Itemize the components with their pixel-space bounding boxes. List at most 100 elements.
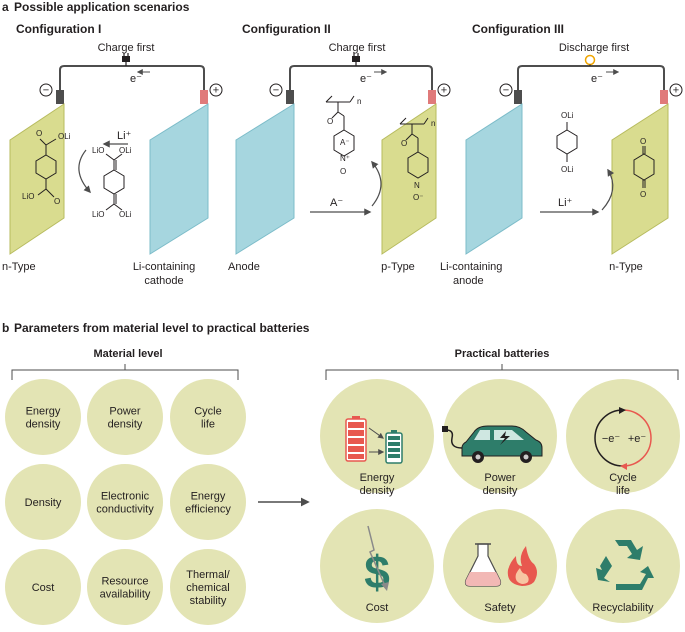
- config-3-right-label: n-Type: [609, 261, 643, 273]
- config-1-electron: e⁻: [130, 73, 142, 85]
- negative-terminal: [56, 90, 64, 104]
- config-3-ion: Li⁺: [558, 197, 573, 209]
- config-3-left-label-1: Li-containing: [440, 261, 502, 273]
- panel-b-letter: b: [2, 321, 9, 335]
- config-1-ion: Li⁺: [117, 130, 132, 142]
- material-label: life: [201, 419, 215, 431]
- practical-bracket: [325, 364, 679, 380]
- svg-text:O: O: [327, 117, 333, 126]
- practical-label-2b: density: [483, 485, 518, 497]
- material-circle: [170, 549, 246, 625]
- svg-text:+: +: [213, 85, 219, 97]
- positive-terminal: [428, 90, 436, 104]
- tempo-anion: A⁻: [340, 138, 350, 147]
- plus-sign-icon: [669, 83, 683, 97]
- material-circle: [5, 379, 81, 455]
- material-label: Cost: [32, 582, 55, 594]
- config-2-wire: [289, 65, 433, 92]
- material-circle: [87, 379, 163, 455]
- cathode-electrode: [149, 103, 209, 255]
- svg-text:O⁻: O⁻: [413, 193, 423, 202]
- practical-label-5: Safety: [484, 602, 516, 614]
- negative-terminal: [514, 90, 522, 104]
- config-3-wire-label: Discharge first: [559, 42, 629, 54]
- material-level-grid: EnergydensityPowerdensityCyclelifeDensit…: [5, 379, 246, 625]
- plug-icon: [122, 53, 130, 66]
- battery-icon: [345, 416, 403, 464]
- svg-text:O: O: [401, 139, 407, 148]
- svg-text:n: n: [431, 119, 435, 128]
- material-label: Cycle: [194, 406, 222, 418]
- material-label: density: [108, 419, 143, 431]
- hydroquinone-dilithium-molecule: [556, 122, 578, 162]
- material-circle: [87, 549, 163, 625]
- benzoquinone-molecule: [633, 146, 655, 188]
- plus-sign-icon: [437, 83, 451, 97]
- configuration-1: Configuration I Charge first e⁻ − +: [2, 22, 223, 287]
- svg-text:O: O: [54, 197, 60, 206]
- practical-label-3b: life: [616, 485, 630, 497]
- configuration-3: Configuration III Discharge first e⁻ − +…: [440, 22, 683, 287]
- material-label: Power: [109, 406, 141, 418]
- config-2-ion: A⁻: [330, 197, 343, 209]
- practical-batteries-grid: Energy density Power density −e⁻ +e⁻ Cyc…: [320, 379, 680, 623]
- light-bulb-icon: [584, 54, 596, 66]
- n-type-electrode: [611, 103, 669, 255]
- config-2-electron: e⁻: [360, 73, 372, 85]
- material-label: chemical: [186, 582, 229, 594]
- recycle-icon: [596, 540, 654, 590]
- material-circle: [5, 464, 81, 540]
- svg-text:$: $: [364, 546, 390, 598]
- material-circle: [170, 464, 246, 540]
- li-anode-electrode: [465, 103, 523, 255]
- svg-text:+: +: [673, 85, 679, 97]
- svg-text:n: n: [357, 97, 361, 106]
- config-2-wire-label: Charge first: [329, 42, 386, 54]
- svg-text:LiO: LiO: [92, 146, 104, 155]
- svg-text:LiO: LiO: [92, 210, 104, 219]
- svg-text:N⁺: N⁺: [340, 154, 350, 163]
- reaction-arrow: [601, 168, 615, 211]
- config-3-left-label-2: anode: [453, 275, 484, 287]
- material-bracket: [11, 364, 239, 380]
- tempo-polymer-oxidized: [325, 95, 355, 157]
- material-label: Electronic: [101, 491, 150, 503]
- config-1-right-label-1: Li-containing: [133, 261, 195, 273]
- positive-terminal: [660, 90, 668, 104]
- config-2-title: Configuration II: [242, 22, 331, 36]
- p-type-electrode: [381, 103, 437, 255]
- energy-density-circle: [320, 379, 434, 493]
- panel-a-letter: a: [2, 0, 9, 14]
- negative-terminal: [286, 90, 294, 104]
- svg-text:OLi: OLi: [119, 146, 132, 155]
- config-2-left-label: Anode: [228, 261, 260, 273]
- svg-text:OLi: OLi: [58, 132, 71, 141]
- material-label: conductivity: [96, 504, 154, 516]
- config-1-left-label: n-Type: [2, 261, 36, 273]
- config-3-title: Configuration III: [472, 22, 564, 36]
- material-label: Density: [25, 497, 62, 509]
- anode-electrode: [235, 103, 295, 255]
- plug-icon: [352, 53, 360, 66]
- panel-a-title: Possible application scenarios: [14, 0, 190, 14]
- material-label: Energy: [191, 491, 226, 503]
- positive-terminal: [200, 90, 208, 104]
- cycle-life-circle: [566, 379, 680, 493]
- electric-car-icon: [442, 425, 543, 463]
- cycle-plus-electron: +e⁻: [628, 433, 647, 445]
- config-1-wire-label: Charge first: [98, 42, 155, 54]
- material-label: Energy: [26, 406, 61, 418]
- material-label: efficiency: [185, 504, 231, 516]
- material-level-title: Material level: [93, 348, 162, 360]
- flask-fire-icon: [464, 543, 537, 587]
- material-circle: [5, 549, 81, 625]
- svg-text:−: −: [273, 85, 279, 97]
- material-label: Thermal/: [186, 569, 230, 581]
- n-type-electrode: [9, 103, 65, 255]
- configuration-2: Configuration II Charge first e⁻ − + n: [228, 22, 451, 273]
- material-label: stability: [190, 595, 227, 607]
- material-label: Resource: [101, 576, 148, 588]
- material-circle: [87, 464, 163, 540]
- svg-text:OLi: OLi: [561, 165, 574, 174]
- svg-text:OLi: OLi: [119, 210, 132, 219]
